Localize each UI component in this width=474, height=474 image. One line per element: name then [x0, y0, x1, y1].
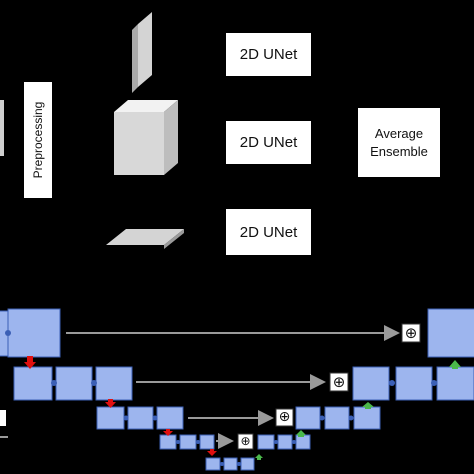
volume-cube	[114, 100, 178, 175]
encoder-level4	[159, 434, 215, 450]
encoder-level3	[96, 406, 184, 430]
preprocessing-box: Preprocessing	[24, 82, 52, 198]
ensemble-label: Average Ensemble	[370, 125, 428, 159]
encoder-level2	[13, 366, 133, 401]
decoder-level1	[427, 308, 474, 358]
decoder-level3	[295, 406, 381, 430]
concat-symbol-level2: ⊕	[332, 373, 346, 391]
unet-label: 2D UNet	[239, 134, 298, 151]
unet-box-coronal: 2D UNet	[226, 121, 311, 164]
concat-nodes	[237, 323, 421, 450]
unet-box-sagittal: 2D UNet	[226, 33, 311, 76]
unet-label: 2D UNet	[239, 46, 298, 63]
decoder-level4	[257, 434, 311, 450]
unet-label: 2D UNet	[239, 223, 298, 241]
encoder-level1	[0, 308, 61, 358]
downsample-markers	[24, 356, 217, 456]
concat-symbol-level4: ⊕	[240, 434, 251, 448]
sagittal-slice	[132, 12, 152, 93]
upsample-markers	[255, 360, 461, 460]
average-ensemble-box: Average Ensemble	[358, 108, 440, 177]
concat-symbol-level1: ⊕	[404, 324, 418, 342]
decoder-level2	[352, 366, 474, 401]
axial-slice	[106, 229, 184, 249]
unet-box-axial: 2D UNet	[226, 209, 311, 255]
input-fragment	[0, 410, 6, 426]
input-volume-edge	[0, 100, 4, 156]
concat-symbol-level3: ⊕	[278, 409, 291, 425]
bottleneck	[205, 457, 255, 471]
